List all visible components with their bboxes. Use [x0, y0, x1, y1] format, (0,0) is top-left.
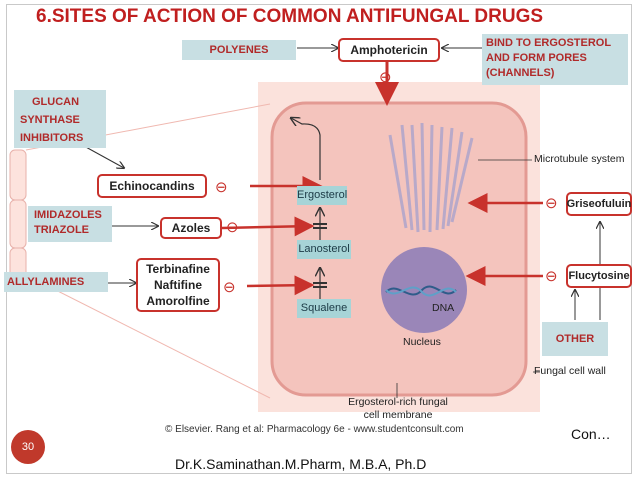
continued-text: Con… — [571, 426, 611, 442]
squalene-box: Squalene — [297, 299, 351, 318]
other-label: OTHER — [542, 322, 608, 356]
inhibit-icon: ⊖ — [545, 268, 558, 285]
fungal-wall-label: Fungal cell wall — [534, 365, 606, 377]
author-footer: Dr.K.Saminathan.M.Pharm, M.B.A, Ph.D — [175, 456, 427, 472]
slide-number-badge: 30 — [11, 430, 45, 464]
microtubule-label: Microtubule system — [534, 153, 625, 165]
bind-note-line: (CHANNELS) — [486, 67, 555, 79]
lanosterol-box: Lanosterol — [297, 240, 351, 259]
glucan-line: GLUCAN — [32, 96, 80, 108]
inhibit-icon: ⊖ — [545, 195, 558, 212]
nucleus-label: Nucleus — [403, 336, 441, 348]
amphotericin-box: Amphotericin — [338, 38, 440, 62]
inhibit-icon: ⊖ — [223, 279, 236, 296]
hypha-drawing — [9, 149, 27, 279]
allylamine-drugs-box: Terbinafine Naftifine Amorolfine — [136, 258, 220, 312]
imidazoles-line: IMIDAZOLES — [34, 209, 102, 221]
copyright-text: © Elsevier. Rang et al: Pharmacology 6e … — [165, 424, 464, 435]
inhibit-icon: ⊖ — [215, 179, 228, 196]
imidazoles-label: IMIDAZOLES TRIAZOLE — [28, 206, 112, 242]
polyenes-label: POLYENES — [182, 40, 296, 60]
imidazoles-line: TRIAZOLE — [34, 224, 89, 236]
griseofulvin-box: Griseofuluin — [566, 192, 632, 216]
slide-frame — [6, 4, 632, 474]
bind-ergosterol-note: BIND TO ERGOSTEROL AND FORM PORES (CHANN… — [482, 34, 628, 85]
bind-note-line: AND FORM PORES — [486, 52, 587, 64]
inhibit-icon: ⊖ — [379, 69, 392, 86]
glucan-synthase-label: GLUCAN SYNTHASE INHIBITORS — [14, 90, 106, 148]
glucan-line: INHIBITORS — [20, 132, 84, 144]
membrane-line: Ergosterol-rich fungal — [348, 396, 448, 408]
slide-title: 6.SITES OF ACTION OF COMMON ANTIFUNGAL D… — [36, 6, 544, 27]
ergosterol-box: Ergosterol — [297, 186, 347, 205]
amorolfine-label: Amorolfine — [146, 294, 210, 308]
membrane-label: Ergosterol-rich fungal cell membrane — [334, 396, 462, 422]
flucytosine-box: Flucytosine — [566, 264, 632, 288]
naftifine-label: Naftifine — [154, 278, 202, 292]
membrane-line: cell membrane — [363, 409, 433, 421]
microtubules — [388, 122, 474, 233]
dna-label: DNA — [432, 302, 455, 314]
allylamines-label: ALLYLAMINES — [4, 272, 108, 292]
bind-note-line: BIND TO ERGOSTEROL — [486, 37, 612, 49]
echinocandins-box: Echinocandins — [97, 174, 207, 198]
inhibit-icon: ⊖ — [226, 219, 239, 236]
azoles-box: Azoles — [160, 217, 222, 239]
terbinafine-label: Terbinafine — [146, 262, 210, 276]
nucleus-shape — [381, 247, 467, 333]
glucan-line: SYNTHASE — [20, 114, 80, 126]
